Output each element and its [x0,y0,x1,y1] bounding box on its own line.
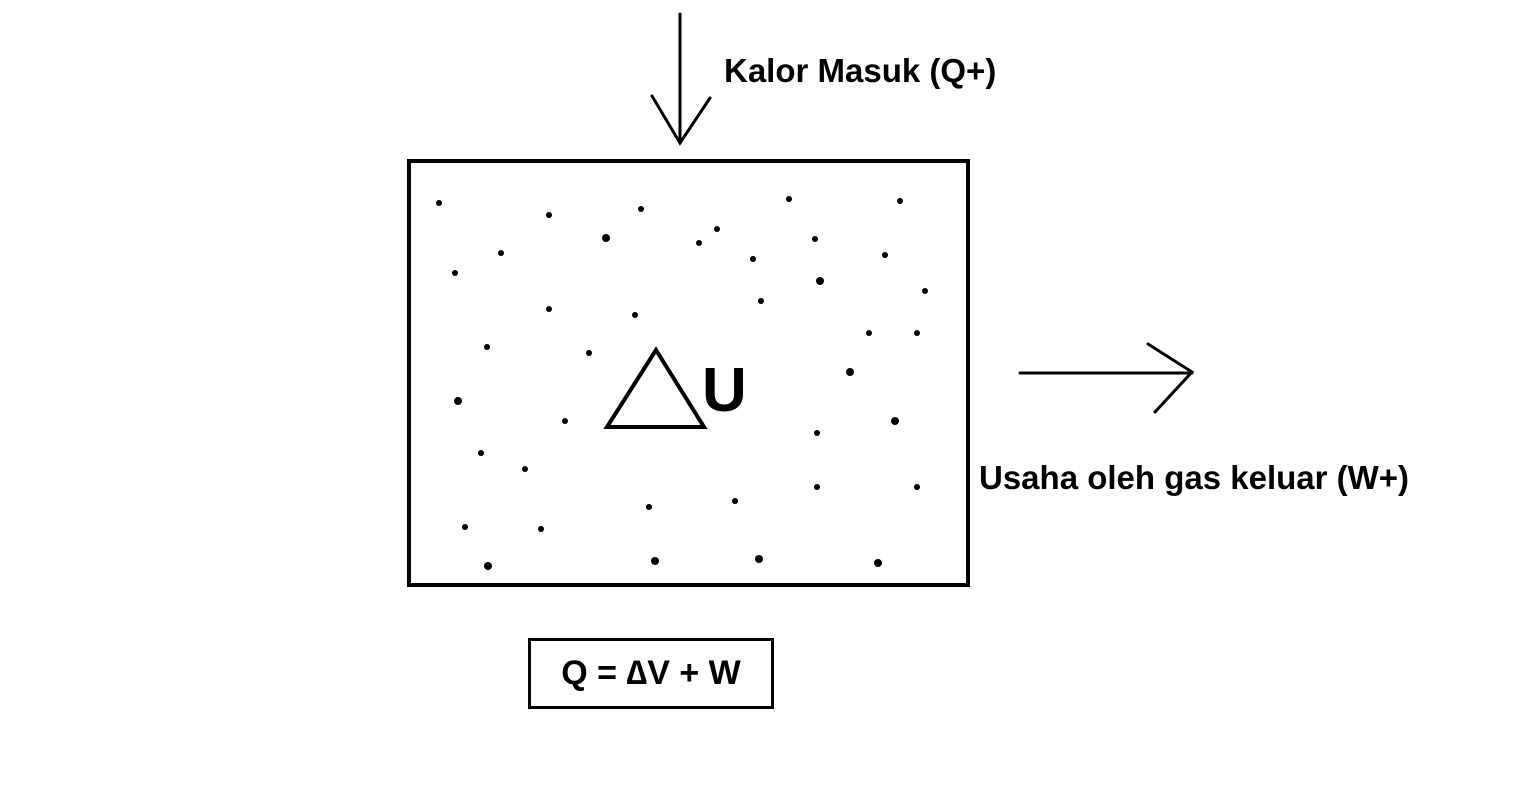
gas-particle [522,466,528,472]
gas-particle [922,288,928,294]
gas-particle [732,498,738,504]
arrow-down-icon [650,12,712,146]
arrow-right-icon [1018,342,1195,414]
gas-particle [436,200,442,206]
heat-in-label: Kalor Masuk (Q+) [724,52,997,89]
gas-particle [651,557,659,565]
gas-particles [436,196,928,570]
gas-particle [914,484,920,490]
gas-particle [696,240,702,246]
gas-particle [454,397,462,405]
gas-particle [462,524,468,530]
work-out-label: Usaha oleh gas keluar (W+) [979,459,1410,496]
gas-particle [646,504,652,510]
gas-particle [602,234,610,242]
gas-particle [882,252,888,258]
gas-particle [846,368,854,376]
gas-particle [866,330,872,336]
gas-particle [538,526,544,532]
gas-particle [816,277,824,285]
gas-particle [914,330,920,336]
formula-box: Q = ∆V + W [528,638,774,709]
gas-particle [755,555,763,563]
gas-particle [814,430,820,436]
gas-particle [786,196,792,202]
gas-particle [498,250,504,256]
formula-text: Q = ∆V + W [561,654,741,692]
gas-particle [586,350,592,356]
gas-particle [758,298,764,304]
gas-particle [814,484,820,490]
gas-particle [638,206,644,212]
gas-particle [562,418,568,424]
gas-particle [750,256,756,262]
gas-particle [484,344,490,350]
gas-particle [478,450,484,456]
gas-container [407,159,970,587]
internal-energy-symbol: U [702,356,747,425]
gas-particle [812,236,818,242]
gas-particle [484,562,492,570]
gas-particle [897,198,903,204]
gas-particle [632,312,638,318]
gas-particle [546,306,552,312]
gas-particle [546,212,552,218]
triangle-delta-icon [603,346,708,429]
gas-particle [891,417,899,425]
gas-particle [452,270,458,276]
gas-particle [874,559,882,567]
gas-particle [714,226,720,232]
